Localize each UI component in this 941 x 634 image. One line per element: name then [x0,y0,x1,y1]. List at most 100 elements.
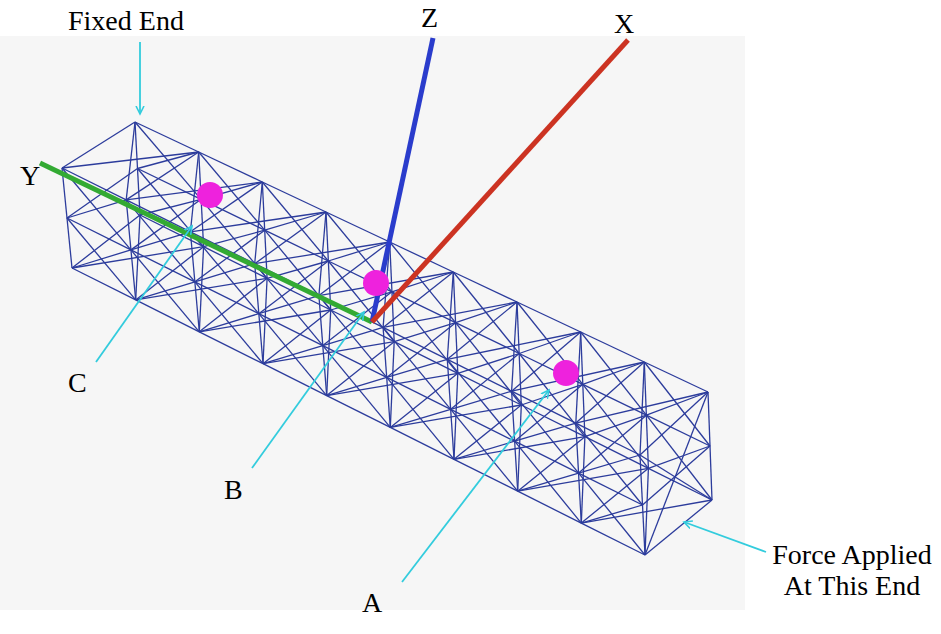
truss-member [581,523,645,555]
truss-member [458,354,519,374]
truss-member [390,242,456,323]
truss-member [456,323,520,354]
truss-member [394,323,455,342]
truss-member [447,272,453,359]
truss-member [262,182,326,212]
truss-member [454,459,518,491]
truss-member [579,415,647,473]
truss-member [447,359,454,459]
truss-member [72,268,136,300]
axis-label: X [614,9,634,40]
truss-member [387,359,448,377]
y-axis [40,163,372,322]
truss-member [390,427,454,459]
point-label: C [68,368,87,399]
truss-member [645,468,648,555]
truss-member [265,212,326,230]
truss-member [263,364,327,396]
truss-member [387,377,451,409]
truss-member [646,415,712,500]
truss-member [640,392,708,455]
point-label: A [362,588,382,619]
truss-member [581,468,648,523]
truss-member [447,302,517,359]
truss-member [645,392,708,555]
truss-member [126,152,199,200]
truss-member [640,455,712,500]
leader-line [252,312,364,468]
truss-member [126,200,190,232]
truss-member [387,323,456,378]
truss-member [190,182,262,232]
truss-member [199,314,258,332]
truss-member [126,122,135,200]
truss-member [199,152,263,182]
point-label: B [224,475,243,506]
truss-member [451,354,520,410]
truss-member [323,292,392,346]
truss-member [515,384,583,441]
truss-member [512,391,579,473]
force-label: Force Applied At This End [768,540,936,602]
truss-member [319,242,390,296]
truss-member [447,359,514,441]
truss-member [646,392,708,415]
truss-member [518,491,582,523]
truss-member [447,359,511,391]
image-ground [0,36,745,610]
leader-lines [96,42,766,582]
truss-member [583,362,645,384]
point-dot [363,270,389,296]
truss-member [383,327,447,359]
truss-member [453,272,519,354]
truss-member [259,314,323,346]
truss-member [515,423,576,441]
truss-member [138,152,199,169]
truss-member [255,264,323,346]
leader-line [684,522,766,552]
truss-member [512,332,581,391]
truss-member [648,468,712,500]
truss-member [456,302,517,323]
truss-member [512,302,517,391]
axis-label: Z [421,3,438,34]
truss-member [644,362,708,392]
truss-member [515,441,579,473]
truss-member [262,182,328,261]
truss-member [519,332,581,354]
truss-member [326,212,390,242]
truss-member [517,302,581,332]
truss-member [451,391,512,409]
truss-member [259,261,329,314]
truss-frame [62,122,712,555]
truss-member [518,437,585,492]
truss-member [453,272,517,302]
point-dot [553,360,579,386]
truss-member [328,242,389,261]
truss-member [579,455,640,473]
truss-member [392,292,456,323]
truss-member [454,405,521,459]
truss-member [62,168,126,200]
point-dot [197,182,223,208]
truss-member [576,362,645,423]
truss-member [644,362,710,446]
truss-member [135,122,199,152]
truss-member [190,232,258,314]
end-label: Fixed End [68,6,184,37]
truss-member [195,264,255,282]
truss-member [383,327,451,409]
truss-member [136,282,195,300]
truss-member [576,423,640,455]
truss-member [327,396,391,428]
truss-member [581,332,645,362]
truss-member [640,362,644,455]
leader-line [402,390,549,582]
truss-member [255,182,263,264]
truss-member [259,296,319,314]
truss-member [451,409,515,441]
coordinate-axes [40,38,628,322]
truss-member [136,300,200,332]
